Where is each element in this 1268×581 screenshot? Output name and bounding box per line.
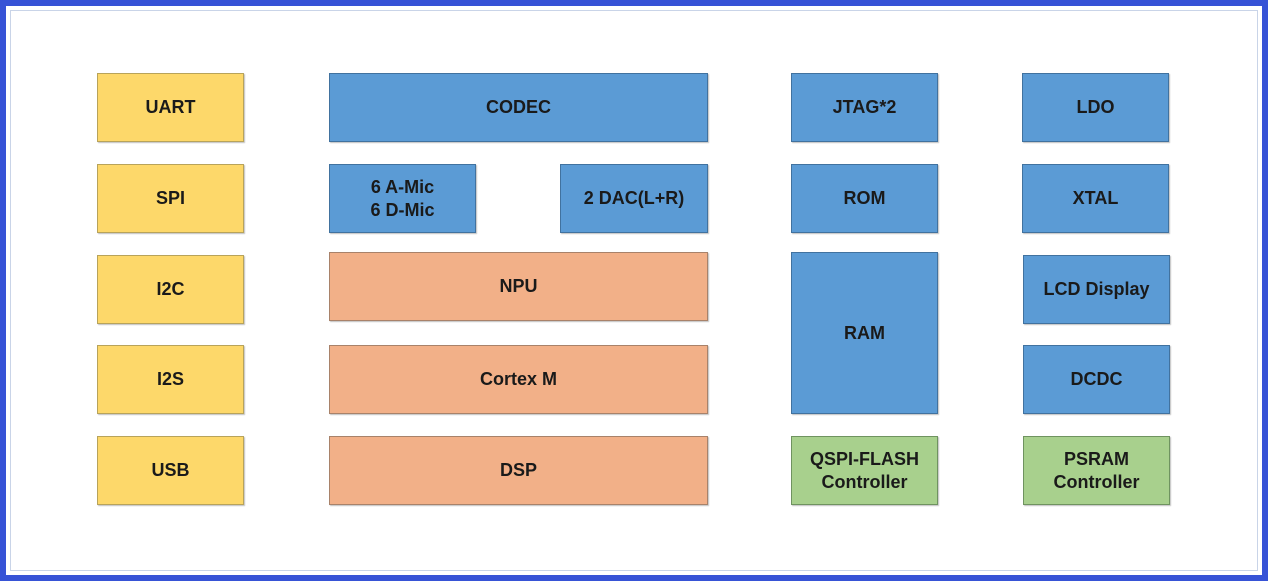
dsp-block: DSP bbox=[329, 436, 708, 505]
npu-block: NPU bbox=[329, 252, 708, 321]
codec-block: CODEC bbox=[329, 73, 708, 142]
mic-block: 6 A-Mic 6 D-Mic bbox=[329, 164, 476, 233]
dcdc-block: DCDC bbox=[1023, 345, 1170, 414]
i2s-block: I2S bbox=[97, 345, 244, 414]
psram-controller-block: PSRAM Controller bbox=[1023, 436, 1170, 505]
qspi-flash-controller-block: QSPI-FLASH Controller bbox=[791, 436, 938, 505]
i2c-block: I2C bbox=[97, 255, 244, 324]
ram-block: RAM bbox=[791, 252, 938, 414]
cortex-m-block: Cortex M bbox=[329, 345, 708, 414]
uart-block: UART bbox=[97, 73, 244, 142]
lcd-display-block: LCD Display bbox=[1023, 255, 1170, 324]
xtal-block: XTAL bbox=[1022, 164, 1169, 233]
rom-block: ROM bbox=[791, 164, 938, 233]
dac-block: 2 DAC(L+R) bbox=[560, 164, 708, 233]
jtag-block: JTAG*2 bbox=[791, 73, 938, 142]
ldo-block: LDO bbox=[1022, 73, 1169, 142]
usb-block: USB bbox=[97, 436, 244, 505]
spi-block: SPI bbox=[97, 164, 244, 233]
